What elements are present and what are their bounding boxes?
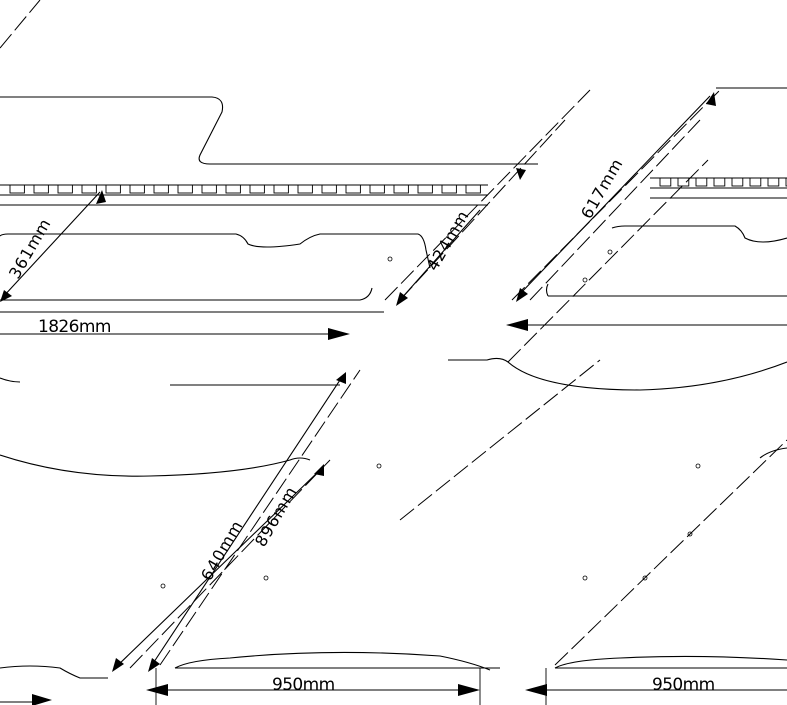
arrow-marker <box>516 168 526 180</box>
dim-label-950-right: 950mm <box>652 675 715 695</box>
dim-label-617: 617mm <box>577 155 627 222</box>
slat <box>767 177 780 187</box>
dim-label-1826: 1826mm <box>38 317 111 337</box>
slat <box>57 184 73 194</box>
slat <box>9 184 25 194</box>
dim-label-640: 640mm <box>197 517 247 584</box>
slat <box>345 184 361 194</box>
slat <box>417 184 433 194</box>
diag-dimension-896: 896mm <box>148 372 346 672</box>
slat <box>785 177 787 187</box>
diag-dimension-617: 617mm <box>516 92 716 302</box>
slat <box>225 184 241 194</box>
slat <box>33 184 49 194</box>
slat <box>695 177 708 187</box>
slat-row <box>9 184 481 194</box>
dim-label-950-left: 950mm <box>272 675 335 695</box>
upper-left-bed-assembly <box>0 0 591 313</box>
slat <box>393 184 409 194</box>
slat <box>105 184 121 194</box>
slat <box>81 184 97 194</box>
dim-label-424: 424mm <box>423 207 473 274</box>
slat <box>677 177 690 187</box>
slat <box>465 184 481 194</box>
diag-dimension-424: 424mm <box>396 207 481 306</box>
slat-row-right <box>659 177 787 187</box>
dimension-1826: 1826mm <box>0 317 350 340</box>
slat <box>201 184 217 194</box>
dimension-right-upper-bar <box>506 319 787 331</box>
slat <box>713 177 726 187</box>
dimension-950-right: 950mm <box>525 668 787 705</box>
lower-right-panel <box>399 159 787 669</box>
slat <box>153 184 169 194</box>
dimension-950-left: 950mm <box>146 668 481 705</box>
dimension-left-bottom-bar <box>0 694 52 705</box>
slat <box>749 177 762 187</box>
slat <box>441 184 457 194</box>
slat <box>297 184 313 194</box>
slat <box>129 184 145 194</box>
slat <box>321 184 337 194</box>
slat <box>177 184 193 194</box>
lower-left-panel <box>0 369 500 679</box>
diag-dimension-361: 361mm <box>0 190 106 302</box>
upper-right-bed-assembly <box>511 87 787 301</box>
slat <box>249 184 265 194</box>
slat <box>273 184 289 194</box>
slat <box>659 177 672 187</box>
slat <box>369 184 385 194</box>
dim-label-896: 896mm <box>251 483 301 550</box>
slat <box>731 177 744 187</box>
